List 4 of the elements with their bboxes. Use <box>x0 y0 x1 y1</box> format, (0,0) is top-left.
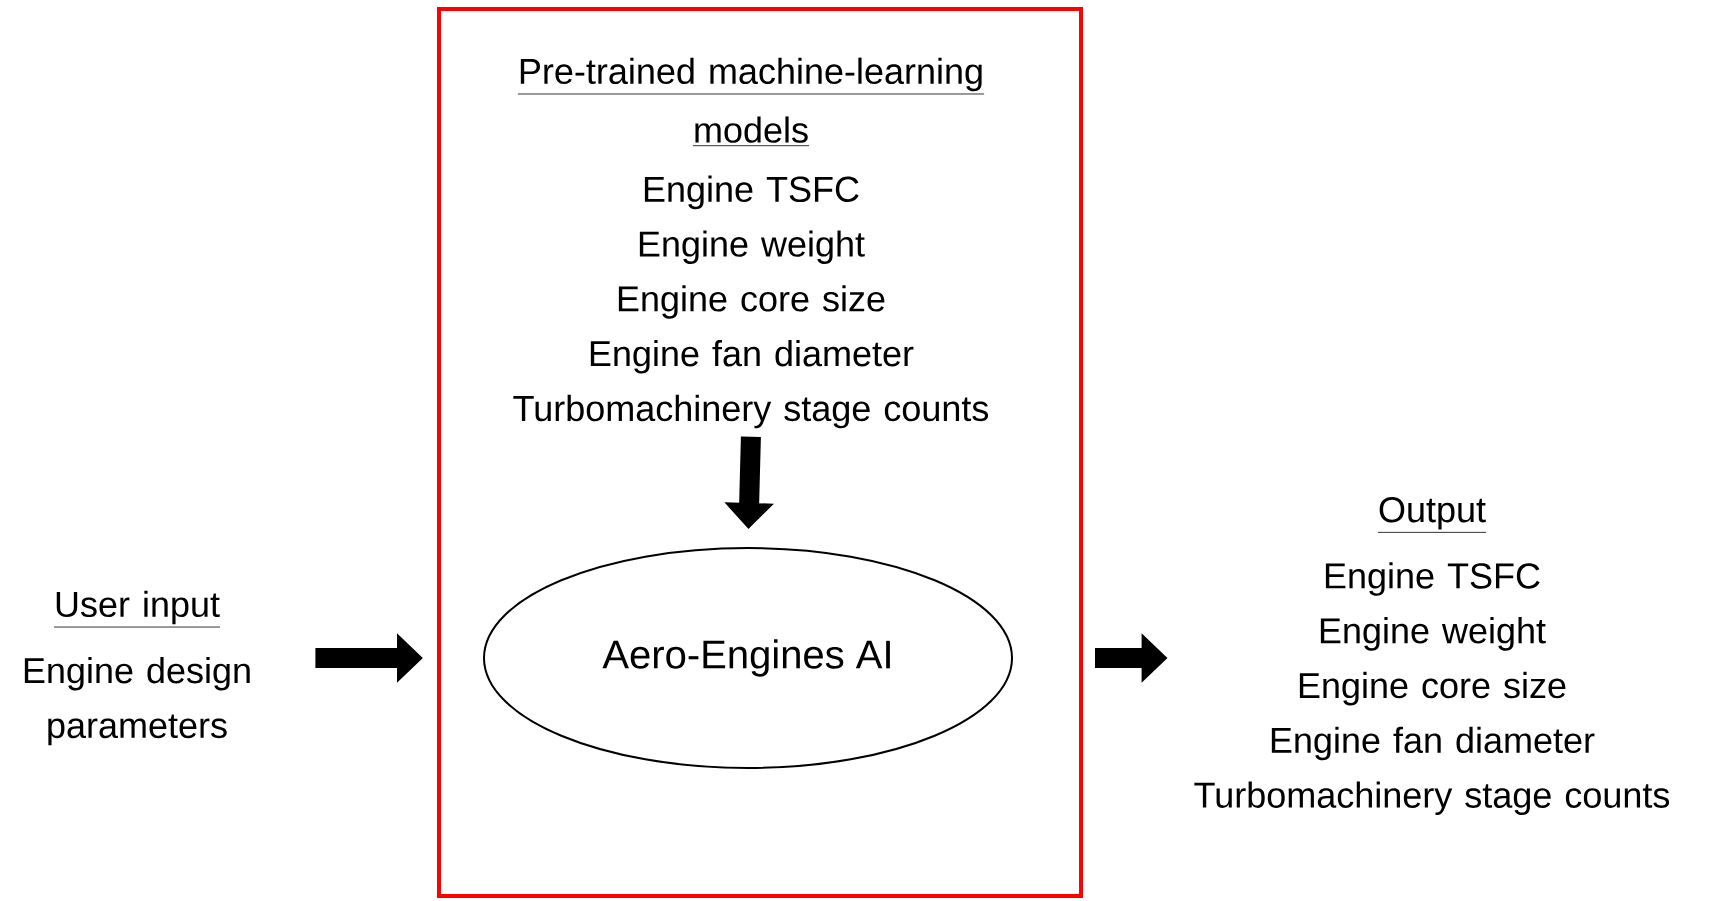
input-text: User input Engine design parameters <box>24 590 250 746</box>
output-list: Output Engine TSFC Engine weight Engine core size Engine fan diameter Turbomachinery stage counts <box>1194 496 1670 816</box>
models-list: Pre-trained machine-learning models Engine TSFC Engine weight Engine core size Engine fan diameter Turbomachinery stage counts <box>513 57 989 429</box>
frame-box <box>437 7 1083 898</box>
